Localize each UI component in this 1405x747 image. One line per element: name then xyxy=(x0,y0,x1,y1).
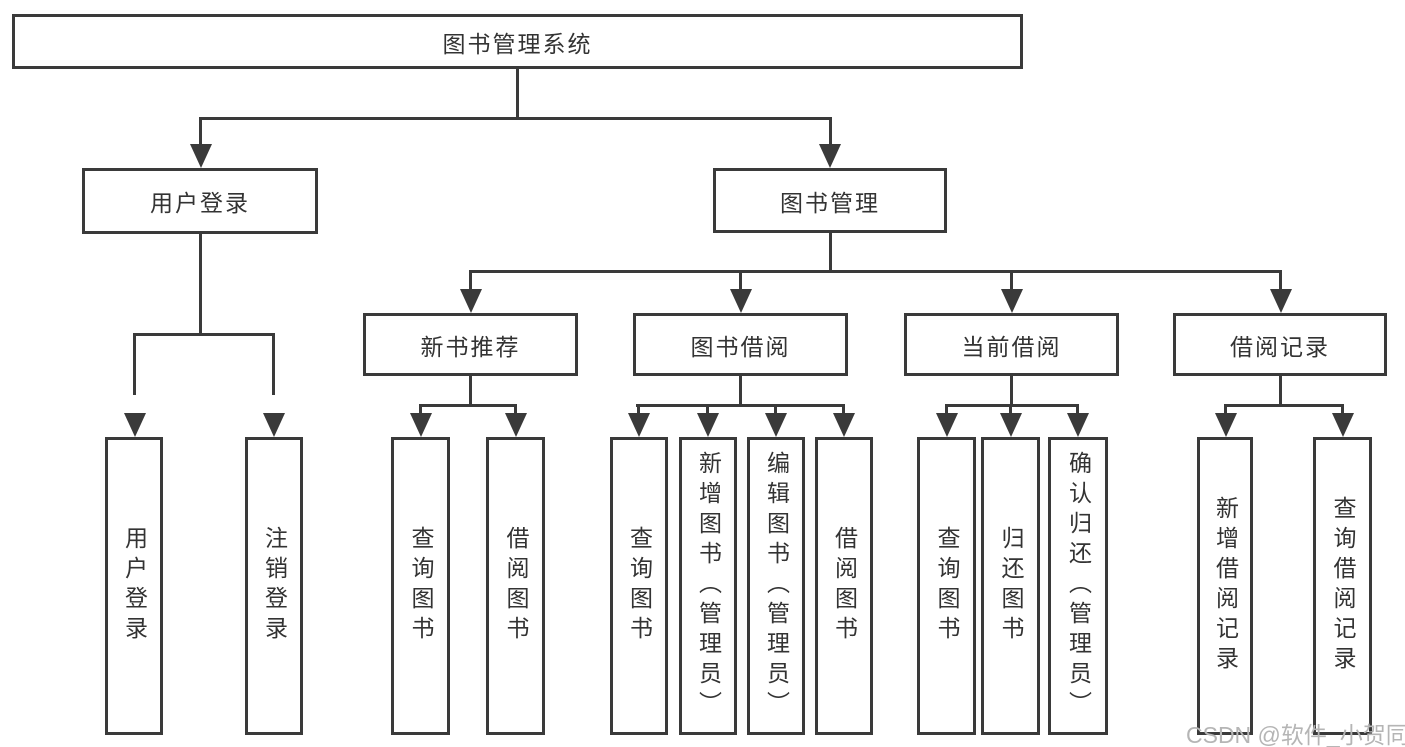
arrowhead-leaf-rec-borrow xyxy=(505,413,527,437)
leaf-rec-borrow-books: 借阅图书 xyxy=(486,437,545,735)
node-borrow-records-label: 借阅记录 xyxy=(1230,333,1330,360)
leaf-cb-confirm-return-admin-label: 确认归还（管理员） xyxy=(1065,451,1092,721)
leaf-cb-return-books-label: 归还图书 xyxy=(998,526,1024,646)
arrowhead-leaf-bb-add xyxy=(697,413,719,437)
connector-current-borrow-drop xyxy=(1010,270,1013,294)
arrowhead-leaf-br-query xyxy=(1332,413,1354,437)
connector-level3-rail xyxy=(469,270,1282,273)
connector-book-borrow-drop xyxy=(739,270,742,294)
connector-leaf-drop xyxy=(1224,404,1227,418)
node-book-borrow: 图书借阅 xyxy=(633,313,848,376)
connector-book-borrow-stem xyxy=(739,376,742,407)
node-book-borrow-label: 图书借阅 xyxy=(690,333,791,360)
connector-level2-rail xyxy=(199,117,832,120)
node-book-mgmt: 图书管理 xyxy=(713,168,947,233)
connector-leaf-drop xyxy=(514,404,517,418)
node-library-system-label: 图书管理系统 xyxy=(442,30,593,57)
leaf-bb-query-books-label: 查询图书 xyxy=(626,526,653,646)
leaf-user-login-label: 用户登录 xyxy=(121,526,148,646)
arrowhead-leaf-cb-query xyxy=(936,413,958,437)
arrowhead-leaf-bb-borrow xyxy=(833,413,855,437)
connector-root-stem xyxy=(516,69,519,119)
connector-leaf-drop xyxy=(1341,404,1344,418)
connector-leaf-drop xyxy=(419,404,422,418)
connector-leaf-drop xyxy=(637,404,640,418)
arrowhead-user-login xyxy=(190,144,212,168)
leaf-cb-return-books: 归还图书 xyxy=(981,437,1040,735)
node-current-borrow-label: 当前借阅 xyxy=(961,333,1062,360)
connector-new-book-rec-drop xyxy=(469,270,472,294)
connector-new-book-rec-stem xyxy=(469,376,472,407)
connector-borrow-records-stem xyxy=(1279,376,1282,407)
arrowhead-leaf-user-login xyxy=(124,413,146,437)
leaf-bb-add-books-admin-label: 新增图书（管理员） xyxy=(695,451,722,721)
leaf-rec-query-books: 查询图书 xyxy=(391,437,450,735)
leaf-bb-add-books-admin: 新增图书（管理员） xyxy=(679,437,737,735)
connector-leaf-drop xyxy=(842,404,845,418)
node-user-login: 用户登录 xyxy=(82,168,318,234)
csdn-watermark: CSDN @软件_小贺同学 xyxy=(1186,722,1405,747)
leaf-bb-borrow-books: 借阅图书 xyxy=(815,437,873,735)
arrowhead-book-borrow xyxy=(730,289,752,313)
arrowhead-leaf-bb-query xyxy=(628,413,650,437)
leaf-cb-query-books-label: 查询图书 xyxy=(934,526,960,646)
leaf-rec-borrow-books-label: 借阅图书 xyxy=(503,526,529,646)
leaf-cb-query-books: 查询图书 xyxy=(917,437,976,735)
connector-book-mgmt-drop xyxy=(829,117,832,149)
arrowhead-leaf-bb-edit xyxy=(765,413,787,437)
arrowhead-new-book-rec xyxy=(460,289,482,313)
arrowhead-leaf-br-add xyxy=(1215,413,1237,437)
connector-book-mgmt-stem xyxy=(829,233,832,273)
leaf-bb-edit-books-admin-label: 编辑图书（管理员） xyxy=(763,451,790,721)
arrowhead-book-mgmt xyxy=(819,144,841,168)
leaf-br-add-record-label: 新增借阅记录 xyxy=(1212,496,1239,676)
leaf-bb-edit-books-admin: 编辑图书（管理员） xyxy=(747,437,805,735)
arrowhead-leaf-rec-query xyxy=(410,413,432,437)
leaf-br-add-record: 新增借阅记录 xyxy=(1197,437,1253,735)
leaf-br-query-record: 查询借阅记录 xyxy=(1313,437,1372,735)
leaf-cb-confirm-return-admin: 确认归还（管理员） xyxy=(1048,437,1108,735)
leaf-logout-label: 注销登录 xyxy=(261,526,288,646)
connector-leaf-drop xyxy=(1009,404,1012,418)
connector-book-borrow-rail xyxy=(636,404,845,407)
node-book-mgmt-label: 图书管理 xyxy=(780,189,880,216)
node-borrow-records: 借阅记录 xyxy=(1173,313,1387,376)
arrowhead-current-borrow xyxy=(1001,289,1023,313)
arrowhead-leaf-logout xyxy=(263,413,285,437)
connector-leaf-logout-drop xyxy=(272,333,275,395)
connector-current-borrow-rail xyxy=(945,404,1079,407)
leaf-bb-query-books: 查询图书 xyxy=(610,437,668,735)
connector-user-login-stem xyxy=(199,234,202,336)
arrowhead-borrow-records xyxy=(1270,289,1292,313)
leaf-user-login: 用户登录 xyxy=(105,437,163,735)
node-current-borrow: 当前借阅 xyxy=(904,313,1119,376)
connector-borrow-records-rail xyxy=(1224,404,1343,407)
connector-leaf-drop xyxy=(706,404,709,418)
arrowhead-leaf-cb-return xyxy=(1000,413,1022,437)
leaf-logout: 注销登录 xyxy=(245,437,303,735)
node-new-book-rec-label: 新书推荐 xyxy=(420,333,521,360)
node-user-login-label: 用户登录 xyxy=(150,190,250,216)
leaf-bb-borrow-books-label: 借阅图书 xyxy=(831,526,858,646)
connector-leaf-drop xyxy=(774,404,777,418)
connector-leaf-drop xyxy=(1076,404,1079,418)
node-library-system: 图书管理系统 xyxy=(12,14,1023,69)
node-new-book-rec: 新书推荐 xyxy=(363,313,578,376)
connector-leaf-drop xyxy=(945,404,948,418)
connector-leaf-user-login-drop xyxy=(133,333,136,395)
leaf-br-query-record-label: 查询借阅记录 xyxy=(1330,496,1356,676)
connector-borrow-records-drop xyxy=(1279,270,1282,294)
arrowhead-leaf-cb-confirm xyxy=(1067,413,1089,437)
connector-new-book-rec-rail xyxy=(419,404,517,407)
leaf-rec-query-books-label: 查询图书 xyxy=(408,526,434,646)
connector-current-borrow-stem xyxy=(1010,376,1013,407)
connector-user-login-rail xyxy=(133,333,275,336)
connector-user-login-drop xyxy=(199,117,202,149)
